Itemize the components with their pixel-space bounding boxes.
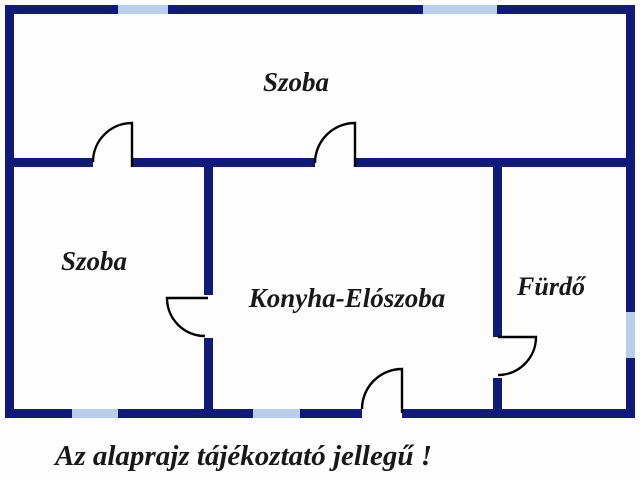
top-wall-segment bbox=[497, 5, 635, 14]
door-left-room-to-kitchen bbox=[165, 296, 208, 338]
disclaimer-caption-text: Az alaprajz tájékoztató jellegű ! bbox=[53, 440, 432, 472]
window-top-2 bbox=[423, 5, 497, 14]
window-bottom-1 bbox=[72, 409, 118, 418]
bottom-wall-segment bbox=[5, 409, 72, 418]
doors bbox=[91, 121, 538, 413]
door-top-room-to-left-room bbox=[91, 121, 134, 167]
top-wall-segment bbox=[5, 5, 118, 14]
window-right bbox=[626, 312, 635, 358]
left-wall bbox=[5, 5, 14, 418]
walls bbox=[5, 5, 635, 418]
room-labels: Szoba Szoba Konyha-Elószoba Fürdő bbox=[61, 67, 587, 313]
right-wall-segment bbox=[626, 5, 635, 312]
windows bbox=[72, 5, 635, 418]
window-bottom-2 bbox=[253, 409, 300, 418]
interior-wall-horizontal-segment bbox=[132, 158, 315, 167]
interior-wall-horizontal-segment bbox=[355, 158, 626, 167]
door-kitchen-to-bathroom bbox=[497, 335, 538, 377]
door-kitchen-exterior bbox=[360, 367, 404, 413]
door-top-room-to-kitchen bbox=[313, 121, 357, 167]
room-label-top-szoba: Szoba bbox=[263, 67, 329, 97]
interior-wall-horizontal-segment bbox=[14, 158, 93, 167]
bottom-wall-segment bbox=[402, 409, 635, 418]
room-label-furdo: Fürdő bbox=[516, 272, 587, 301]
interior-wall-left-divider-segment bbox=[204, 167, 213, 295]
interior-wall-bath-divider-segment bbox=[493, 167, 502, 337]
interior-wall-bath-divider-segment bbox=[493, 378, 502, 409]
bottom-wall-segment bbox=[300, 409, 362, 418]
top-wall-segment bbox=[168, 5, 423, 14]
right-wall-segment bbox=[626, 358, 635, 418]
room-label-konyha-eloszoba: Konyha-Elószoba bbox=[248, 283, 446, 313]
bottom-wall-segment bbox=[118, 409, 253, 418]
room-label-left-szoba: Szoba bbox=[61, 246, 127, 276]
interior-wall-left-divider-segment bbox=[204, 338, 213, 409]
window-top-1 bbox=[118, 5, 168, 14]
